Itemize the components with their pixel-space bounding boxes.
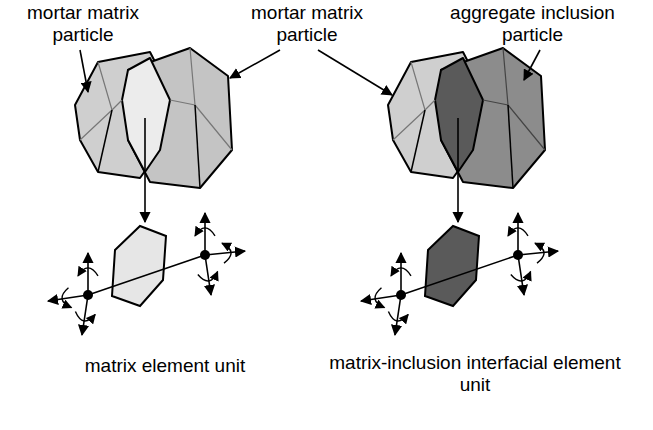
rotation-arrow	[508, 228, 528, 236]
translation-arrow	[518, 255, 524, 295]
element-node	[200, 250, 210, 260]
translation-arrow	[518, 251, 558, 255]
rotation-arrow	[198, 272, 218, 281]
translation-arrow	[204, 213, 206, 255]
rotation-arrow	[195, 228, 215, 236]
translation-arrow	[361, 295, 401, 301]
rotation-arrow	[222, 243, 231, 263]
particle-label: mortar matrix particle	[18, 2, 148, 46]
element-node	[513, 250, 523, 260]
rotation-arrow	[375, 288, 384, 308]
rotation-arrow	[511, 272, 531, 281]
matrix-particle-pair	[75, 48, 232, 188]
axis-line	[88, 255, 205, 295]
particle-label: aggregate inclusion particle	[430, 2, 635, 46]
axis-line	[401, 255, 518, 295]
translation-arrow	[517, 213, 519, 255]
element-node	[83, 290, 93, 300]
element-node	[396, 290, 406, 300]
rotation-arrow	[62, 288, 71, 308]
translation-arrow	[395, 295, 401, 335]
rotation-arrow	[535, 243, 544, 263]
rotation-arrow	[75, 312, 95, 321]
element-label: matrix-inclusion interfacial element uni…	[325, 352, 625, 396]
translation-arrow	[205, 251, 245, 255]
particle-label: mortar matrix particle	[232, 2, 382, 46]
interfacial-element-unit-drawing	[361, 213, 558, 335]
matrix-inclusion-particle-pair	[388, 48, 545, 188]
element-unit-axes	[361, 213, 558, 335]
translation-arrow	[205, 255, 211, 295]
translation-arrow	[48, 295, 88, 301]
translation-arrow	[82, 295, 88, 335]
leader-arrows	[80, 50, 540, 222]
element-label: matrix element unit	[40, 355, 290, 377]
translation-arrow	[87, 253, 89, 295]
matrix-element-unit-drawing	[48, 213, 245, 335]
rotation-arrow	[391, 268, 411, 276]
element-unit-axes	[48, 213, 245, 335]
rotation-arrow	[388, 312, 408, 321]
translation-arrow	[400, 253, 402, 295]
rotation-arrow	[78, 268, 98, 276]
